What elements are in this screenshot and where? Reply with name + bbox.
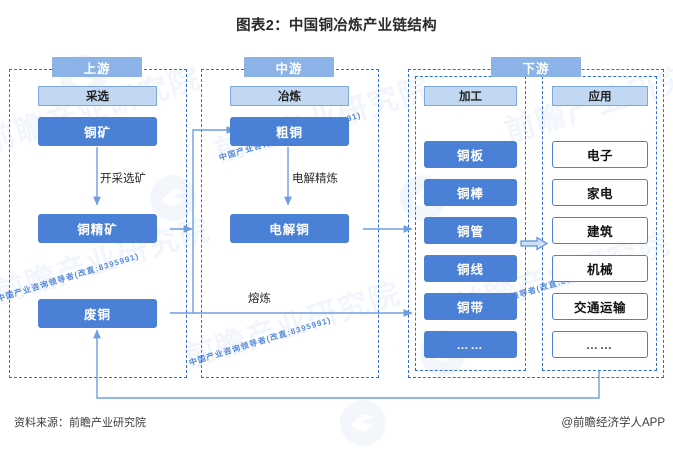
page-title: 图表2：中国铜冶炼产业链结构: [236, 18, 437, 34]
node-construction[interactable]: 建筑: [552, 217, 648, 244]
stage-header-upstream[interactable]: 上游: [52, 57, 142, 77]
node-copper-tube[interactable]: 铜管: [424, 217, 517, 244]
node-application-more[interactable]: ……: [552, 331, 648, 358]
node-processing-more[interactable]: ……: [424, 331, 517, 358]
node-machinery[interactable]: 机械: [552, 255, 648, 282]
node-copper-strip[interactable]: 铜带: [424, 293, 517, 320]
node-home-appliance[interactable]: 家电: [552, 179, 648, 206]
sub-header-yelian[interactable]: 冶炼: [230, 86, 349, 106]
node-copper-ore[interactable]: 铜矿: [38, 117, 157, 146]
stage-header-downstream[interactable]: 下游: [491, 57, 581, 77]
sub-header-processing[interactable]: 加工: [424, 86, 517, 106]
stage-header-midstream[interactable]: 中游: [244, 57, 334, 77]
sub-header-caixuan[interactable]: 采选: [38, 86, 157, 106]
node-copper-rod[interactable]: 铜棒: [424, 179, 517, 206]
node-copper-wire[interactable]: 铜线: [424, 255, 517, 282]
node-blister-copper[interactable]: 粗铜: [230, 117, 349, 146]
node-copper-plate[interactable]: 铜板: [424, 141, 517, 168]
edge-label-mining: 开采选矿: [100, 173, 146, 185]
node-transportation[interactable]: 交通运输: [552, 293, 648, 320]
node-electrolytic-copper[interactable]: 电解铜: [230, 214, 349, 243]
node-scrap-copper[interactable]: 废铜: [38, 299, 157, 328]
node-electronics[interactable]: 电子: [552, 141, 648, 168]
source-note: 资料来源：前瞻产业研究院: [14, 417, 146, 429]
watermark-logo-5: [340, 400, 386, 446]
app-credit: @前瞻经济学人APP: [561, 417, 665, 429]
edge-label-smelting: 熔炼: [248, 293, 271, 305]
sub-header-application[interactable]: 应用: [552, 86, 648, 106]
node-copper-concentrate[interactable]: 铜精矿: [38, 214, 157, 243]
edge-label-electro-refining: 电解精炼: [292, 173, 338, 185]
